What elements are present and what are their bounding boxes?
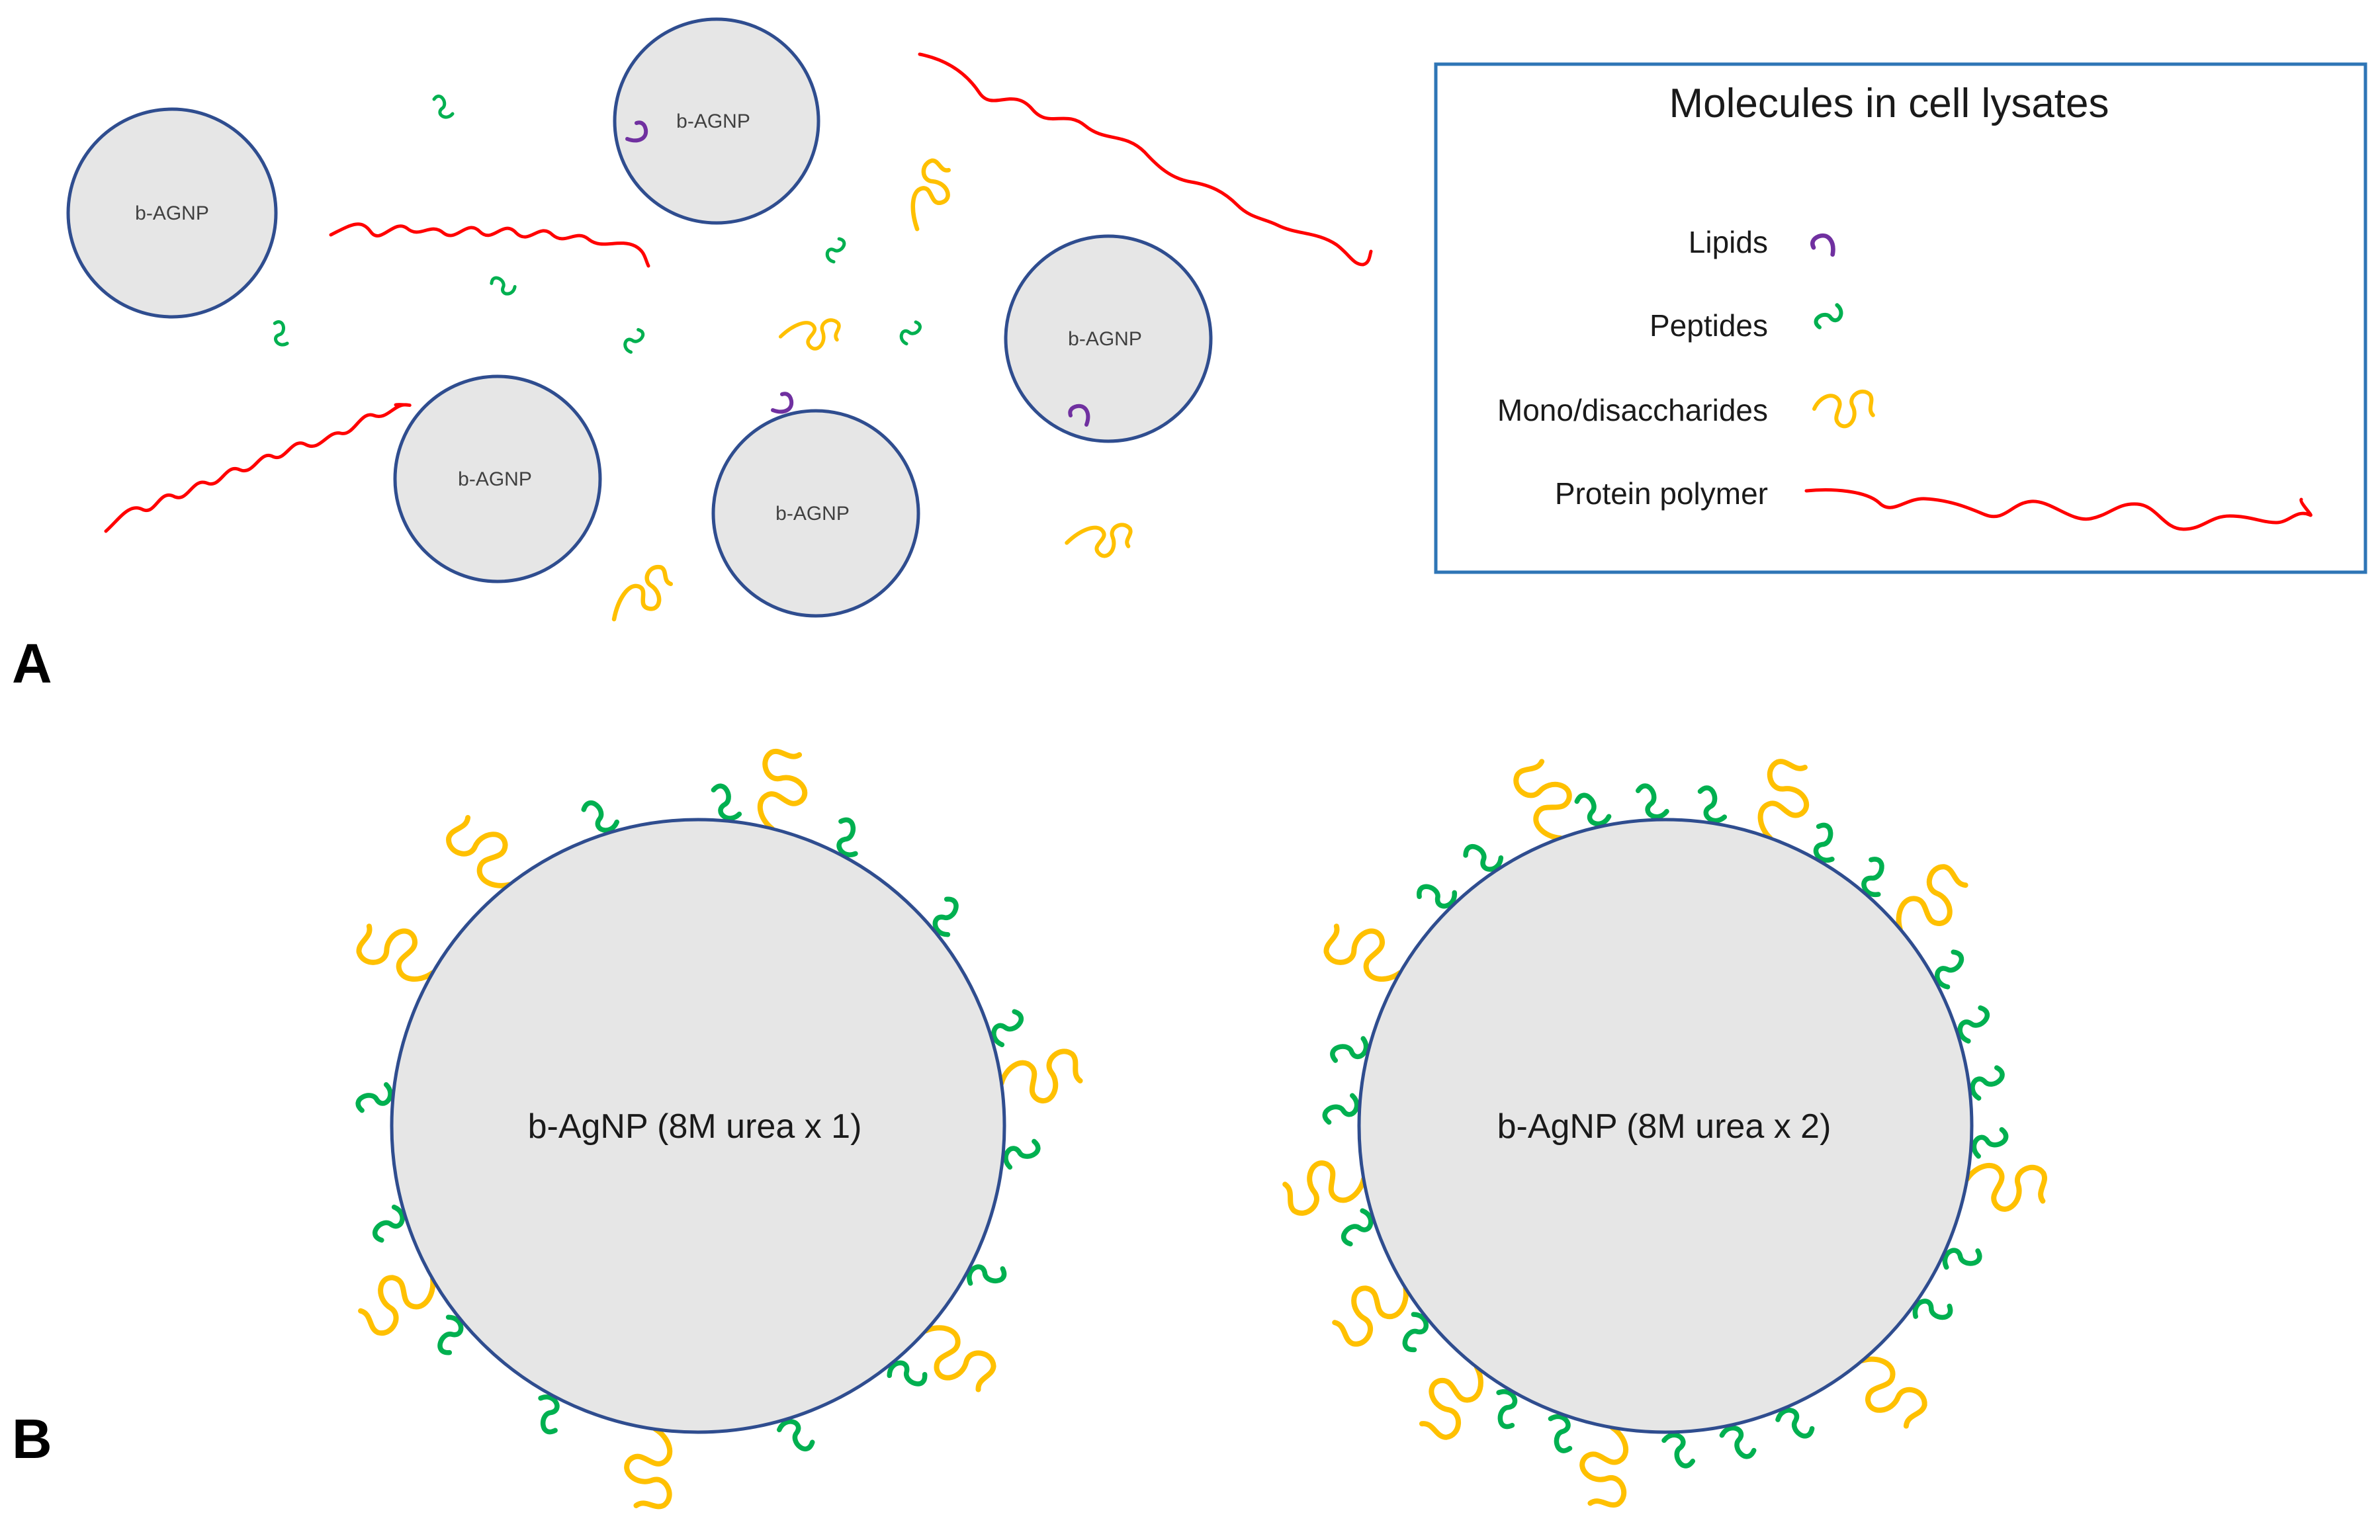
surface-saccharide <box>998 1050 1082 1107</box>
peptide-molecule <box>434 96 453 117</box>
legend-item-saccharides: Mono/disaccharides <box>1497 392 1873 427</box>
peptide-molecule <box>823 237 850 263</box>
surface-peptide <box>1325 1094 1358 1123</box>
panel-letter-a: A <box>12 632 52 695</box>
particle-label: b-AGNP <box>775 503 850 525</box>
legend-label: Protein polymer <box>1555 476 1768 511</box>
surface-peptide <box>1638 785 1667 818</box>
surface-peptide <box>1331 1033 1368 1067</box>
particle-label: b-AgNP (8M urea x 1) <box>528 1107 862 1146</box>
particle-a3: b-AGNP <box>1004 234 1213 443</box>
peptide-molecule <box>269 321 293 347</box>
legend-item-peptides: Peptides <box>1650 305 1841 343</box>
surface-peptide <box>582 797 618 835</box>
saccharide-molecule <box>602 564 677 622</box>
surface-peptide <box>369 1205 408 1241</box>
particle-a4: b-AGNP <box>393 374 602 583</box>
particle-label: b-AGNP <box>676 110 750 132</box>
particle-a2: b-AGNP <box>613 17 820 225</box>
lipid-molecule <box>773 394 791 411</box>
surface-peptide <box>1337 1209 1376 1246</box>
legend-label: Peptides <box>1650 308 1768 343</box>
surface-peptide <box>711 785 742 819</box>
particle-label: b-AGNP <box>1068 328 1142 350</box>
surface-saccharide <box>750 748 813 835</box>
surface-saccharide <box>1575 1424 1634 1509</box>
saccharide-molecule <box>1066 512 1133 562</box>
legend-label: Lipids <box>1689 225 1768 259</box>
legend-box: Molecules in cell lysates Lipids Peptide… <box>1434 62 2367 574</box>
surface-peptide <box>1721 1424 1755 1461</box>
surface-peptide <box>1697 787 1728 822</box>
saccharide-molecule <box>891 157 962 232</box>
peptide-molecule <box>490 271 517 298</box>
legend-item-protein: Protein polymer <box>1555 476 2313 531</box>
particle-label: b-AGNP <box>135 202 209 224</box>
particle-b1: b-AgNP (8M urea x 1) <box>390 818 1006 1434</box>
protein-polymer-icon <box>1804 488 2313 531</box>
protein-polymer-strand <box>918 52 1373 267</box>
particle-a1: b-AGNP <box>66 107 278 319</box>
surface-peptide <box>989 1010 1027 1046</box>
surface-peptide <box>1664 1434 1693 1467</box>
legend-label: Mono/disaccharides <box>1497 393 1768 427</box>
legend-item-lipids: Lipids <box>1689 225 1834 259</box>
panel-b: b-AgNP (8M urea x 1) b-AgNP (8M urea x 2… <box>12 748 2049 1510</box>
surface-peptide <box>357 1082 391 1113</box>
legend-title: Molecules in cell lysates <box>1669 81 2109 126</box>
peptide-molecule <box>899 321 924 345</box>
panel-a: b-AGNP b-AGNP b-AGNP b-AGNP b-AGNP A <box>12 17 1373 695</box>
particle-b2: b-AgNP (8M urea x 2) <box>1357 818 1974 1434</box>
surface-peptide <box>1005 1139 1039 1170</box>
surface-peptide <box>1970 1067 2005 1099</box>
panel-letter-b: B <box>12 1408 52 1470</box>
saccharide-molecule <box>780 308 842 354</box>
particle-label: b-AgNP (8M urea x 2) <box>1497 1107 1831 1146</box>
surface-peptide <box>1974 1128 2007 1157</box>
protein-polymer-strand <box>329 222 650 268</box>
surface-saccharide <box>621 1426 678 1510</box>
surface-peptide <box>1576 791 1610 828</box>
particle-a5: b-AGNP <box>711 394 920 618</box>
peptide-molecule <box>621 329 647 353</box>
surface-peptide <box>1955 1006 1994 1043</box>
surface-peptide <box>777 1416 813 1455</box>
protein-polymer-strand <box>104 402 412 533</box>
surface-saccharide <box>1963 1156 2049 1215</box>
surface-saccharide <box>1282 1156 1368 1215</box>
surface-peptide <box>1542 1414 1579 1453</box>
particle-label: b-AGNP <box>458 468 532 490</box>
